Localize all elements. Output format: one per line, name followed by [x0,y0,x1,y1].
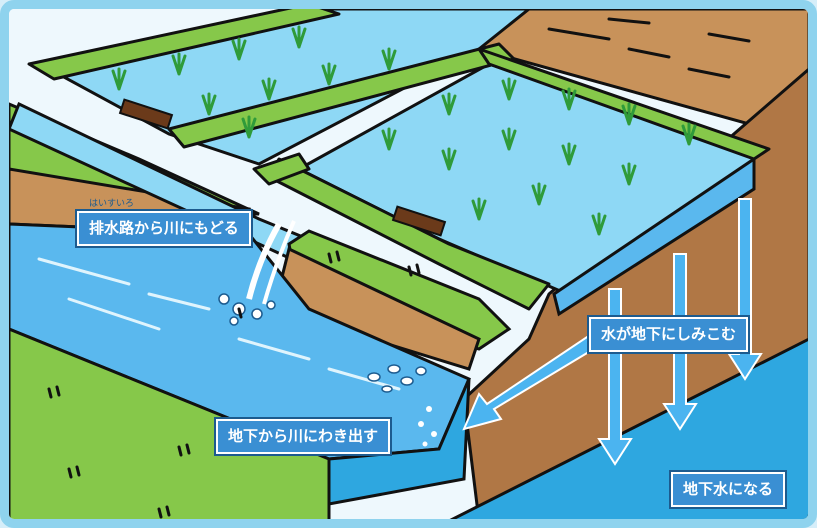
levee-cross [252,152,311,186]
label-groundwater-text: 地下水になる [683,480,774,498]
drain-waterfall [246,222,282,300]
label-becomes-groundwater: 地下水になる [668,470,788,509]
drain-gate-lower [391,205,447,237]
front-grass-bank [9,327,331,519]
paddy-side-wall [552,156,756,317]
arrow-down-3 [727,198,763,381]
label-drain-text: 排水路から川にもどる [89,219,239,237]
label-springs-text: 地下から川にわき出す [228,427,379,445]
levee-top [27,9,341,81]
drain-gate-upper [118,98,174,130]
levee-right [477,47,771,161]
label-drain-return: はいすいろ 排水路から川にもどる [75,200,253,248]
paddy-irrigation-illustration [9,9,808,519]
arrow-to-river [462,327,609,431]
rice-plants [111,25,697,236]
label-drain-ruby: はいすいろ [89,199,135,209]
label-springs-into-river: 地下から川にわき出す [213,417,393,456]
label-seep-into-ground: 水が地下にしみこむ [586,315,751,354]
label-seep-text: 水が地下にしみこむ [601,325,737,343]
arrow-down-1 [597,288,633,466]
grass-tufts [47,250,421,519]
